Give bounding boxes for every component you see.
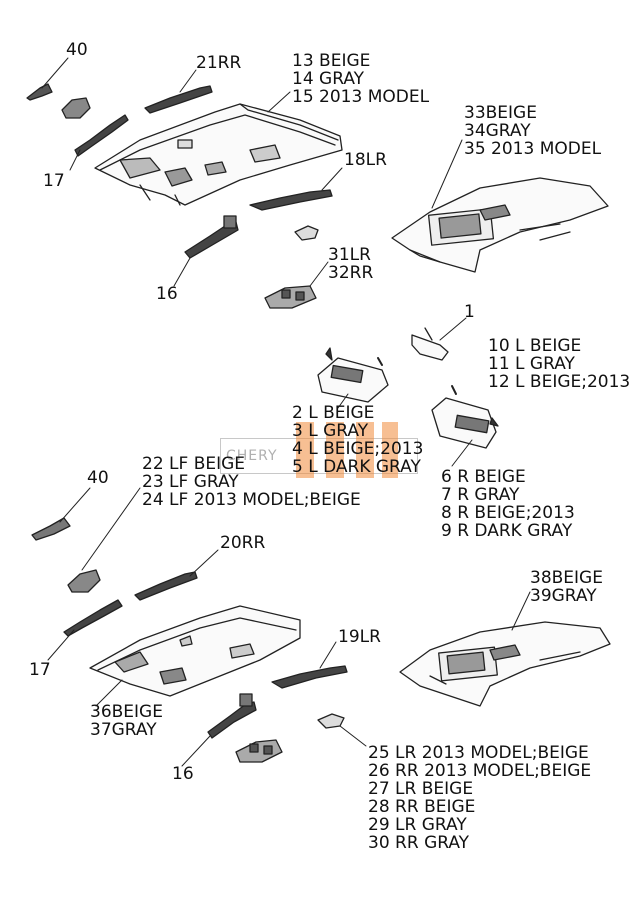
callout-line: 13 BEIGE	[292, 51, 371, 71]
callout-line: 24 LF 2013 MODEL;BEIGE	[142, 490, 361, 510]
grab-handle-40-bottom	[31, 517, 71, 541]
callout-line: 38BEIGE	[530, 568, 603, 588]
callout-40-top: 40	[66, 40, 88, 60]
grab-handle-40-top	[26, 83, 53, 101]
callout-line: 8 R BEIGE;2013	[441, 503, 575, 523]
callout-line: 36BEIGE	[90, 702, 163, 722]
callout-line: 11 L GRAY	[488, 354, 575, 374]
callout-line: 22 LF BEIGE	[142, 454, 246, 474]
callout-line: 4 L BEIGE;2013	[292, 439, 424, 459]
callout-line: 5 L DARK GRAY	[292, 457, 421, 477]
trim-strip-18	[249, 189, 333, 211]
callout-line: 3 L GRAY	[292, 421, 369, 441]
callout-line: 7 R GRAY	[441, 485, 520, 505]
callout-line: 2 L BEIGE	[292, 403, 375, 423]
callout-group-13: 13 BEIGE 14 GRAY 15 2013 MODEL	[292, 52, 429, 106]
callout-group-38: 38BEIGE 39GRAY	[530, 569, 603, 605]
callout-17-bottom: 17	[29, 660, 51, 680]
trim-strip-21	[144, 85, 213, 114]
watermark-box	[220, 438, 418, 474]
callout-21: 21RR	[196, 53, 242, 73]
mirror-1	[411, 327, 449, 361]
callout-40-bottom: 40	[87, 468, 109, 488]
bracket-17-bottom	[63, 569, 123, 637]
callout-group-10: 10 L BEIGE 11 L GRAY 12 L BEIGE;2013	[488, 337, 630, 391]
callout-16-bottom: 16	[172, 764, 194, 784]
callout-group-36: 36BEIGE 37GRAY	[90, 703, 163, 739]
trim-strip-16-top	[184, 215, 239, 259]
watermark-logo	[296, 422, 398, 478]
callout-line: 33BEIGE	[464, 103, 537, 123]
hook-25	[317, 713, 345, 729]
callout-17-top: 17	[43, 171, 65, 191]
callout-line: 27 LR BEIGE	[368, 779, 474, 799]
trim-strip-19	[271, 665, 348, 689]
headliner-bottom-right	[399, 621, 611, 707]
callout-16-top: 16	[156, 284, 178, 304]
callout-line: 26 RR 2013 MODEL;BEIGE	[368, 761, 592, 781]
trim-strip-20	[134, 571, 198, 601]
callout-line: 32RR	[328, 263, 374, 283]
callout-line: 6 R BEIGE	[441, 467, 526, 487]
headliner-top-right	[391, 177, 609, 273]
callout-line: 23 LF GRAY	[142, 472, 239, 492]
callout-group-25: 25 LR 2013 MODEL;BEIGE 26 RR 2013 MODEL;…	[368, 744, 591, 852]
bracket-17-top	[61, 97, 129, 157]
hook-31	[294, 225, 319, 241]
watermark-text: CHERY	[226, 448, 278, 464]
callout-line: 15 2013 MODEL	[292, 87, 430, 107]
callout-line: 25 LR 2013 MODEL;BEIGE	[368, 743, 589, 763]
headliner-bottom-left	[89, 605, 301, 697]
callout-19: 19LR	[338, 627, 381, 647]
callout-group-22: 22 LF BEIGE 23 LF GRAY 24 LF 2013 MODEL;…	[142, 455, 361, 509]
callout-18: 18LR	[344, 150, 387, 170]
callout-group-6: 6 R BEIGE 7 R GRAY 8 R BEIGE;2013 9 R DA…	[441, 468, 575, 540]
callout-line: 14 GRAY	[292, 69, 365, 89]
callout-line: 39GRAY	[530, 586, 597, 606]
callout-group-33: 33BEIGE 34GRAY 35 2013 MODEL	[464, 104, 601, 158]
callout-group-31: 31LR 32RR	[328, 246, 373, 282]
callout-line: 34GRAY	[464, 121, 531, 141]
callout-line: 35 2013 MODEL	[464, 139, 602, 159]
bracket-set-bottom	[235, 739, 283, 763]
callout-20: 20RR	[220, 533, 266, 553]
callout-line: 31LR	[328, 245, 371, 265]
trim-strip-16-bottom	[207, 693, 257, 739]
leader-lines	[41, 57, 531, 767]
callout-line: 9 R DARK GRAY	[441, 521, 573, 541]
callout-line: 10 L BEIGE	[488, 336, 582, 356]
bracket-set-top	[264, 285, 317, 309]
callout-line: 28 RR BEIGE	[368, 797, 476, 817]
callout-line: 30 RR GRAY	[368, 833, 470, 853]
callout-group-2: 2 L BEIGE 3 L GRAY 4 L BEIGE;2013 5 L DA…	[292, 404, 423, 476]
callout-line: 29 LR GRAY	[368, 815, 467, 835]
sunvisor-right	[431, 385, 499, 449]
sunvisor-left	[317, 347, 389, 403]
headliner-top-left	[94, 103, 343, 206]
callout-1: 1	[464, 302, 475, 322]
callout-line: 12 L BEIGE;2013	[488, 372, 631, 392]
callout-line: 37GRAY	[90, 720, 157, 740]
